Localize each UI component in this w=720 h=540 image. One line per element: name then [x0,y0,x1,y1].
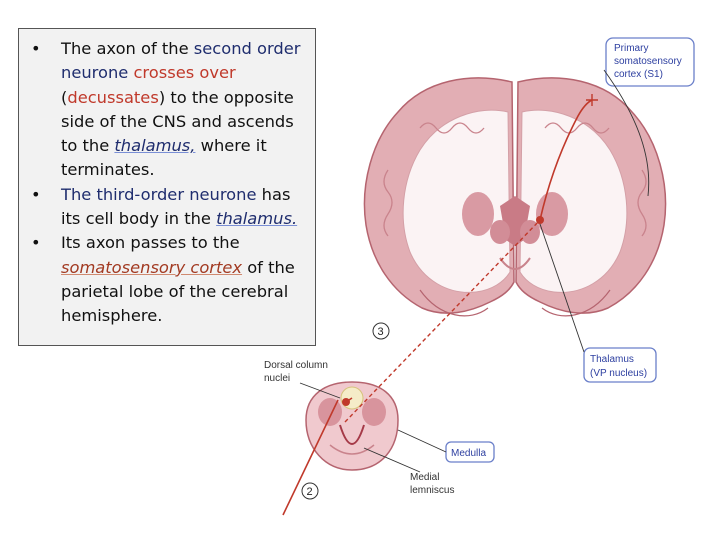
bullet-3-text-a: Its axon passes to the [61,233,240,253]
marker-2-label: 2 [307,486,313,498]
bullet-3-text-b: of the parietal lobe of the cerebral hem… [61,257,295,326]
label-primary-somatosensory: Primary somatosensory cortex (S1) [603,37,695,197]
bullet-1-paren: ( [61,87,68,107]
marker-3-label: 3 [378,326,384,338]
bullet-1-decussates: decussates [67,87,159,107]
dorsal-column-dot [342,398,350,406]
bullet-3-somatosensory: somatosensory cortex [61,257,243,277]
medial-lemniscus-fibre [344,219,541,423]
bullet-1: • The axon of the second order neurone c… [27,37,311,183]
label-thalamus-line1: Thalamus [590,354,634,365]
bullet-dot: • [31,184,41,204]
bullet-3: • Its axon passes to the somatosensory c… [27,231,311,328]
bullet-2-third-order: The third-order neurone [61,184,257,204]
bullet-1-text-a: The axon of the [61,39,194,58]
label-primary-line1: Primary [614,43,648,54]
bullet-2-thalamus: thalamus. [216,209,298,229]
bullet-2: • The third-order neurone has its cell b… [27,183,311,232]
bullet-1-crosses-over: crosses over [133,63,236,83]
label-dorsal-line1: Dorsal column [264,360,328,371]
bullet-2-text-a: has its cell body in the [61,184,291,229]
second-order-axon-lower [282,399,339,516]
text-panel: • The axon of the second order neurone c… [18,28,316,346]
label-thalamus: Thalamus (VP nucleus) [539,223,657,383]
brain-coronal-section [363,77,667,317]
label-medulla-text: Medulla [451,448,486,459]
bullet-1-text-c: where it terminates. [61,136,267,180]
bullet-dot: • [31,233,41,253]
label-medial-lemniscus: Medial lemniscus [363,447,454,496]
label-primary-line3: cortex (S1) [614,69,663,80]
bullet-1-text-b: ) to the opposite side of the CNS and as… [61,87,294,156]
pathway-fibres [282,94,598,516]
thalamus-vp-nucleus-dot [536,216,544,224]
bullet-1-thalamus: thalamus, [114,136,196,156]
marker-3: 3 [372,322,390,340]
label-dorsal-column: Dorsal column nuclei [264,360,341,399]
label-thalamus-line2: (VP nucleus) [590,368,647,379]
label-primary-line2: somatosensory [614,56,682,67]
bullet-1-second-order: second order neurone [61,39,301,83]
thalamocortical-fibre [539,99,593,221]
label-dorsal-line2: nuclei [264,373,290,384]
bullet-dot: • [31,39,41,58]
label-medulla: Medulla [397,429,495,463]
marker-2: 2 [301,482,319,500]
label-medial-line2: lemniscus [410,485,454,496]
label-medial-line1: Medial [410,472,439,483]
